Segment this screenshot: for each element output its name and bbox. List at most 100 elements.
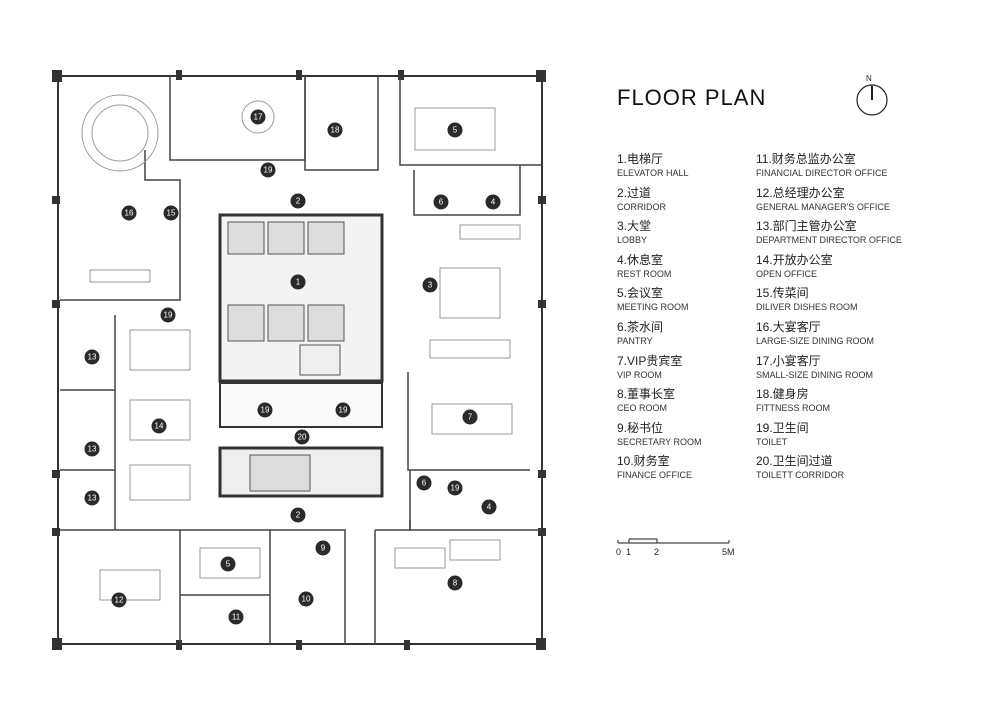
legend-item-chinese: 2.过道: [617, 185, 652, 200]
room-marker-number: 5: [453, 126, 458, 135]
legend-item-english: REST ROOM: [617, 268, 672, 279]
room-marker: 19: [260, 162, 276, 178]
room-marker-number: 12: [115, 596, 124, 605]
room-marker-number: 19: [164, 311, 173, 320]
room-marker-dot: [250, 109, 266, 125]
legend-item-chinese: 18.健身房: [756, 387, 809, 402]
room-marker: 8: [447, 575, 463, 591]
room-marker: 19: [160, 307, 176, 323]
room-marker: 1: [290, 274, 306, 290]
room-marker-dot: [151, 418, 167, 434]
room-marker: 3: [422, 277, 438, 293]
room-marker-number: 20: [298, 433, 307, 442]
room-marker: 12: [111, 592, 127, 608]
room-marker: 19: [257, 402, 273, 418]
room-marker-number: 14: [155, 422, 164, 431]
room-marker: 15: [163, 205, 179, 221]
room-marker-number: 11: [232, 613, 241, 622]
legend-item-english: DILIVER DISHES ROOM: [756, 302, 858, 313]
room-marker: 13: [84, 349, 100, 365]
legend-item-chinese: 1.电梯厅: [617, 152, 664, 166]
legend-item-chinese: 10.财务室: [617, 454, 670, 469]
legend-item-chinese: 5.会议室: [617, 286, 664, 301]
room-marker-dot: [315, 540, 331, 556]
room-marker: 13: [84, 490, 100, 506]
legend-item-english: DEPARTMENT DIRECTOR OFFICE: [756, 235, 902, 246]
room-marker: 2: [290, 193, 306, 209]
furniture: [81, 94, 521, 601]
room-marker-dot: [84, 490, 100, 506]
legend-item-chinese: 4.休息室: [617, 252, 664, 267]
north-label: N: [866, 74, 872, 83]
room-marker-dot: [416, 475, 432, 491]
room-marker-dot: [121, 205, 137, 221]
legend-item-english: VIP ROOM: [617, 369, 662, 380]
scale-tick-label: 1: [626, 547, 632, 557]
room-marker-dot: [111, 592, 127, 608]
room-marker: 19: [335, 402, 351, 418]
legend-item-chinese: 11.财务总监办公室: [756, 152, 856, 166]
room-marker-number: 13: [88, 353, 97, 362]
room-marker-dot: [260, 162, 276, 178]
room-marker-dot: [257, 402, 273, 418]
room-marker-dot: [335, 402, 351, 418]
legend-item-english: CEO ROOM: [617, 403, 668, 414]
interior-walls: [60, 76, 542, 644]
scale-tick-label: 5M: [722, 547, 735, 557]
room-marker-number: 17: [254, 113, 263, 122]
room-marker-number: 10: [302, 595, 311, 604]
legend-item-english: LARGE-SIZE DINING ROOM: [756, 335, 875, 346]
legend-item-chinese: 13.部门主管办公室: [756, 219, 857, 234]
room-marker-number: 8: [453, 579, 458, 588]
room-marker-number: 13: [88, 494, 97, 503]
legend-item-chinese: 12.总经理办公室: [756, 185, 845, 200]
room-marker-dot: [485, 194, 501, 210]
room-marker: 18: [327, 122, 343, 138]
room-marker-number: 16: [125, 209, 134, 218]
building-core: [218, 213, 384, 498]
room-marker-number: 13: [88, 445, 97, 454]
legend-item-chinese: 15.传菜间: [756, 286, 809, 301]
legend-item-chinese: 9.秘书位: [617, 420, 664, 435]
room-marker-number: 5: [226, 560, 231, 569]
room-marker-dot: [290, 193, 306, 209]
legend-item-chinese: 19.卫生间: [756, 420, 809, 435]
legend-item-chinese: 17.小宴客厅: [756, 353, 821, 368]
room-marker: 11: [228, 609, 244, 625]
room-marker-dot: [84, 441, 100, 457]
room-marker-dot: [447, 122, 463, 138]
room-marker-number: 2: [296, 511, 301, 520]
room-marker-dot: [220, 556, 236, 572]
room-marker-number: 7: [468, 413, 473, 422]
room-marker-dot: [84, 349, 100, 365]
room-marker-dot: [447, 480, 463, 496]
legend-item-chinese: 7.VIP贵宾室: [617, 353, 683, 368]
room-marker-dot: [163, 205, 179, 221]
scale-tick-label: 0: [616, 547, 622, 557]
columns: [52, 70, 546, 650]
room-marker: 4: [481, 499, 497, 515]
legend-item-chinese: 6.茶水间: [617, 319, 664, 334]
room-marker-dot: [160, 307, 176, 323]
room-marker: 17: [250, 109, 266, 125]
room-marker-number: 15: [167, 209, 176, 218]
room-marker-number: 9: [321, 544, 326, 553]
legend-item-english: SECRETARY ROOM: [617, 436, 702, 447]
legend-item-chinese: 8.董事长室: [617, 387, 676, 402]
room-marker-dot: [298, 591, 314, 607]
legend-item-english: FINANCE OFFICE: [617, 470, 693, 481]
room-marker: 2: [290, 507, 306, 523]
room-marker-dot: [462, 409, 478, 425]
room-marker: 4: [485, 194, 501, 210]
room-marker: 5: [447, 122, 463, 138]
